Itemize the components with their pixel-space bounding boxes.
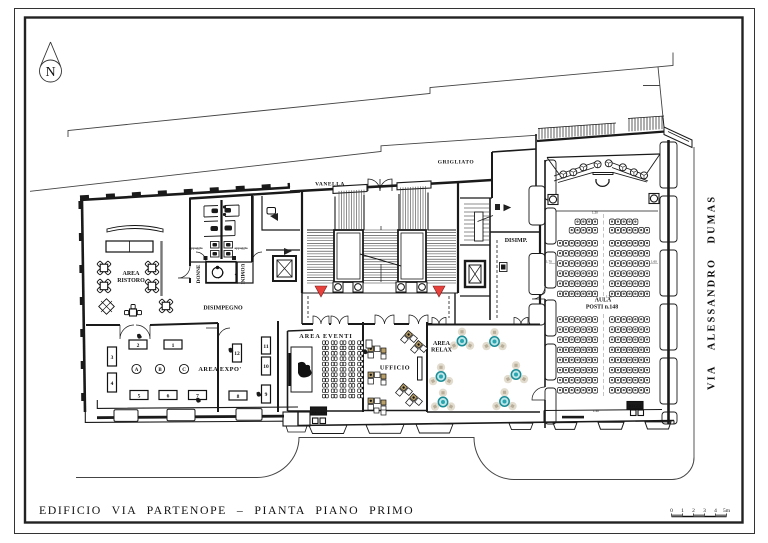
- svg-text:DONNE: DONNE: [196, 264, 202, 283]
- svg-text:B: B: [158, 368, 162, 373]
- svg-text:POSTI n.148: POSTI n.148: [586, 305, 618, 311]
- svg-text:EDIFICIO VIA PARTENOPE – PIANT: EDIFICIO VIA PARTENOPE – PIANTA PIANO PR…: [39, 503, 414, 517]
- svg-text:DISIMP.: DISIMP.: [505, 238, 528, 244]
- svg-text:N: N: [45, 65, 55, 80]
- svg-text:VIA ALESSANDRO DUMAS: VIA ALESSANDRO DUMAS: [707, 195, 718, 390]
- svg-text:1: 1: [681, 508, 684, 514]
- svg-text:AULA: AULA: [595, 298, 612, 304]
- svg-text:2: 2: [137, 343, 140, 349]
- svg-text:A: A: [135, 368, 139, 373]
- svg-text:appoggio: appoggio: [189, 246, 202, 250]
- svg-text:9: 9: [265, 392, 268, 398]
- svg-text:0: 0: [670, 508, 673, 514]
- svg-text:REGIA: REGIA: [312, 410, 325, 415]
- svg-text:1.40: 1.40: [593, 409, 599, 413]
- svg-text:10: 10: [263, 364, 269, 370]
- svg-text:2: 2: [692, 508, 695, 514]
- svg-text:12: 12: [234, 351, 240, 357]
- svg-text:RELAX: RELAX: [431, 348, 453, 354]
- svg-text:1.60: 1.60: [651, 260, 657, 264]
- svg-text:AREA: AREA: [122, 271, 140, 277]
- svg-text:AREA EXPO': AREA EXPO': [198, 366, 241, 373]
- svg-text:5m: 5m: [723, 508, 731, 514]
- svg-text:5: 5: [138, 394, 141, 400]
- svg-text:1: 1: [172, 343, 175, 349]
- svg-text:11: 11: [263, 344, 268, 350]
- svg-text:4: 4: [714, 508, 717, 514]
- svg-text:1.20: 1.20: [606, 295, 612, 299]
- svg-text:7: 7: [196, 394, 199, 400]
- svg-text:RISTORO: RISTORO: [117, 278, 145, 284]
- svg-text:REGIA: REGIA: [628, 403, 641, 408]
- svg-text:appoggio: appoggio: [234, 246, 247, 250]
- svg-text:4: 4: [111, 381, 114, 387]
- svg-text:DISIMPEGNO: DISIMPEGNO: [203, 306, 243, 312]
- svg-text:VANELLA: VANELLA: [315, 182, 345, 188]
- svg-text:GRIGLIATO: GRIGLIATO: [438, 160, 475, 166]
- svg-text:UOMINI: UOMINI: [239, 264, 245, 284]
- svg-text:C: C: [182, 368, 186, 373]
- svg-text:AREA: AREA: [433, 341, 451, 347]
- svg-text:1.20: 1.20: [592, 211, 598, 215]
- svg-text:AREA EVENTI: AREA EVENTI: [299, 333, 352, 340]
- svg-text:UFFICIO: UFFICIO: [380, 365, 410, 372]
- svg-text:6: 6: [167, 394, 170, 400]
- svg-text:1.70: 1.70: [546, 260, 552, 264]
- svg-text:8: 8: [237, 394, 240, 400]
- svg-text:3: 3: [703, 508, 706, 514]
- svg-text:3: 3: [111, 355, 114, 361]
